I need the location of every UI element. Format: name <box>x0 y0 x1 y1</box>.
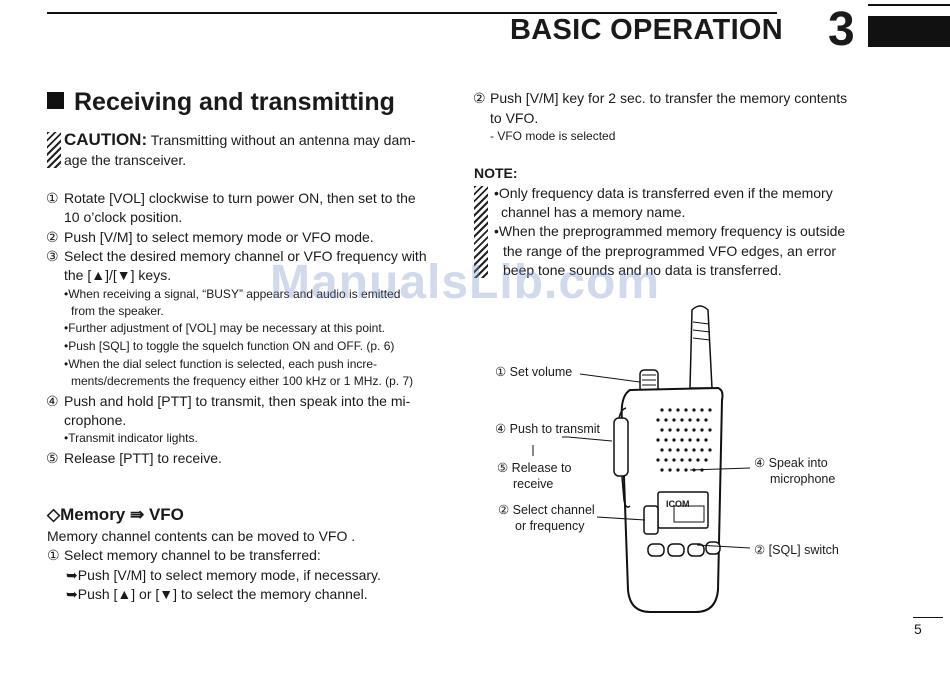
note-hatch <box>474 186 488 278</box>
step-3-line-1: Select the desired memory channel or VFO… <box>64 248 427 264</box>
chapter-tab <box>868 17 950 47</box>
keypad <box>647 541 721 557</box>
antenna <box>689 305 713 389</box>
step-4-line-2: crophone. <box>64 412 127 428</box>
step-3-bullet: •Further adjustment of [VOL] may be nece… <box>64 321 386 335</box>
note-line: channel has a memory name. <box>501 204 686 220</box>
note-line: the range of the preprogrammed VFO edges… <box>503 243 837 259</box>
step-4-bullet: •Transmit indicator lights. <box>64 431 198 445</box>
note-label: NOTE: <box>474 165 518 181</box>
note-line: beep tone sounds and no data is transfer… <box>503 262 782 278</box>
speaker-grille <box>656 408 712 472</box>
memory-vfo-step-2-line-1: Push [V/M] key for 2 sec. to transfer th… <box>490 90 848 106</box>
section-bullet-square <box>47 92 64 109</box>
step-1-num: ① <box>46 190 59 206</box>
memory-vfo-step-2-num: ② <box>473 90 486 106</box>
figure-label-select: ② Select channel <box>498 503 595 517</box>
figure-label-set-volume: ① Set volume <box>495 365 573 379</box>
radio-illustration <box>613 305 724 613</box>
memory-vfo-sub-1: ➥Push [V/M] to select memory mode, if ne… <box>66 567 381 583</box>
ptt-button <box>613 417 629 477</box>
caution-line-1: CAUTION: Transmitting without an antenna… <box>64 130 416 149</box>
memory-vfo-step-2-note: - VFO mode is selected <box>490 129 616 143</box>
step-3-bullet: •Push [SQL] to toggle the squelch functi… <box>64 339 395 353</box>
memory-vfo-intro: Memory channel contents can be moved to … <box>47 528 356 544</box>
figure-label-release: receive <box>513 477 554 491</box>
note-line: •Only frequency data is transferred even… <box>494 185 833 201</box>
figure-label-release: ⑤ Release to <box>497 461 572 475</box>
step-3-bullet: from the speaker. <box>71 304 164 318</box>
step-3-num: ③ <box>46 248 59 264</box>
memory-vfo-step-1: Select memory channel to be transferred: <box>64 547 321 563</box>
memory-vfo-sub-2: ➥Push [▲] or [▼] to select the memory ch… <box>66 586 368 602</box>
note-line: •When the preprogrammed memory frequency… <box>494 223 846 239</box>
page-number-rule <box>913 617 943 618</box>
step-5-num: ⑤ <box>46 450 59 466</box>
step-3-bullet: ments/decrements the frequency either 10… <box>71 374 414 388</box>
figure-label-speak: ④ Speak into <box>754 456 828 470</box>
step-3-bullet: •When receiving a signal, “BUSY” appears… <box>64 287 401 301</box>
step-1-line-1: Rotate [VOL] clockwise to turn power ON,… <box>64 190 416 206</box>
section-title: Receiving and transmitting <box>47 88 395 117</box>
memory-vfo-step-1-num: ① <box>47 547 60 563</box>
step-3-bullet: •When the dial select function is select… <box>64 357 378 371</box>
step-1-line-2: 10 o’clock position. <box>64 209 183 225</box>
figure-label-speak: microphone <box>770 472 836 486</box>
step-4-num: ④ <box>46 393 59 409</box>
memory-vfo-heading: ◇Memory ⇛ VFO <box>47 505 184 524</box>
header-rule <box>47 12 777 14</box>
step-2-line-1: Push [V/M] to select memory mode or VFO … <box>64 229 374 245</box>
caution-hatch <box>47 132 61 168</box>
caution-line-2: age the transceiver. <box>64 152 187 168</box>
step-5-line-1: Release [PTT] to receive. <box>64 450 222 466</box>
caution-label: CAUTION: <box>64 130 148 149</box>
chapter-number: 3 <box>828 3 855 56</box>
watermark: ManualsLib.com <box>270 256 661 309</box>
memory-vfo-step-2-line-2: to VFO. <box>490 110 539 126</box>
figure-label-push-transmit: ④ Push to transmit <box>495 422 600 436</box>
step-2-num: ② <box>46 229 59 245</box>
step-3-line-2: the [▲]/[▼] keys. <box>64 267 172 283</box>
figure-label-select: or frequency <box>515 519 585 533</box>
step-4-line-1: Push and hold [PTT] to transmit, then sp… <box>64 393 411 409</box>
radio-brand: ICOM <box>666 499 690 509</box>
page-number: 5 <box>914 621 922 637</box>
figure-label-sql: ② [SQL] switch <box>754 543 839 557</box>
header-title: BASIC OPERATION <box>510 14 784 46</box>
